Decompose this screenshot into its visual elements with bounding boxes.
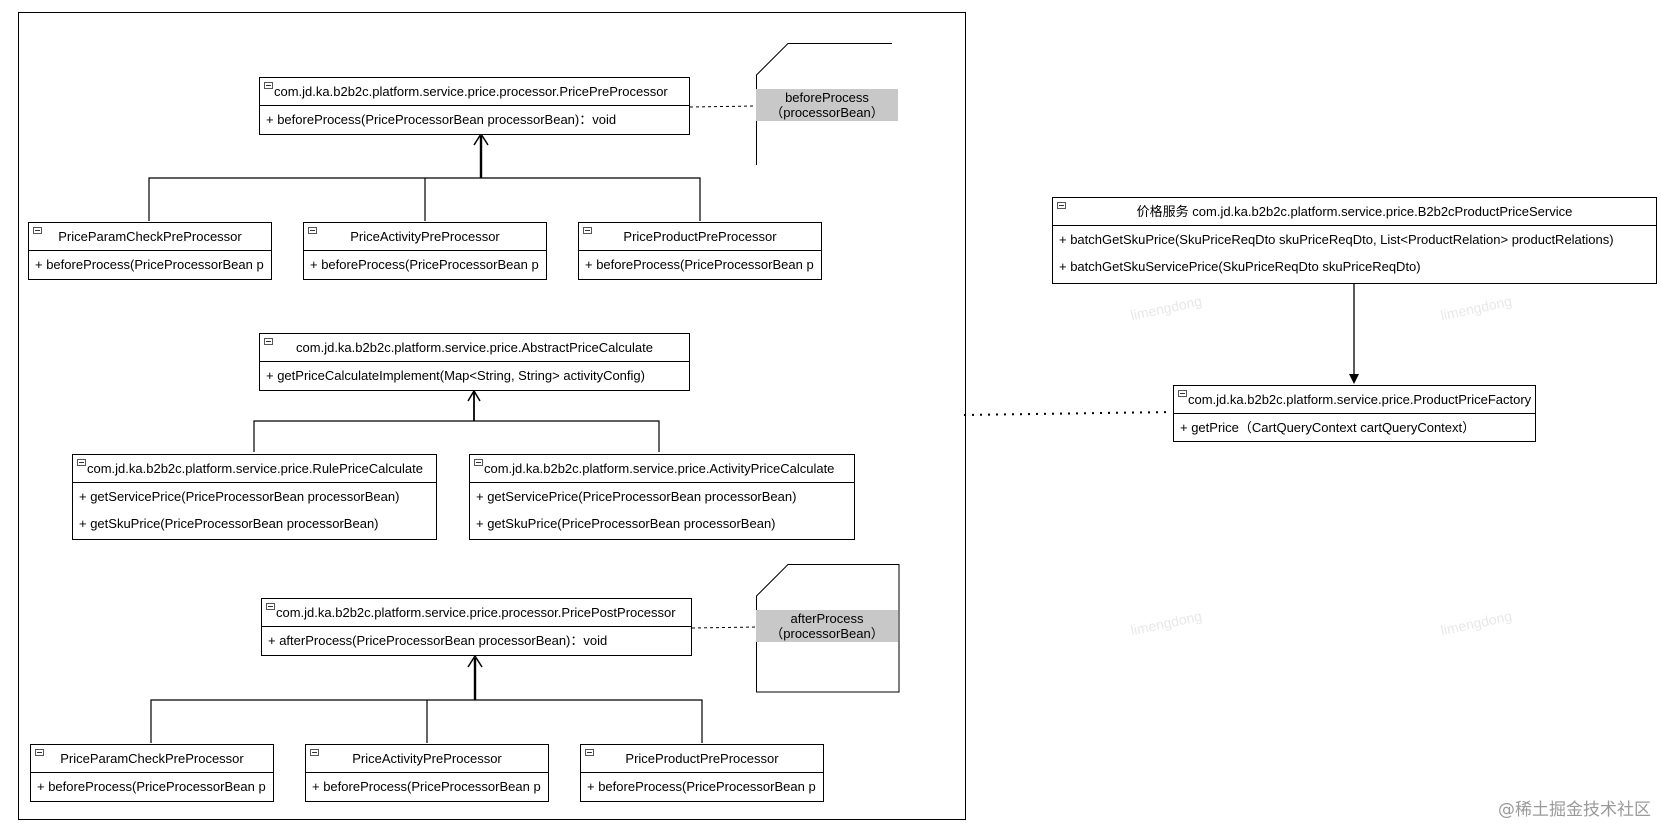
note-line-2: （processorBean） bbox=[770, 105, 884, 120]
class-method: + beforeProcess(PriceProcessorBean p bbox=[310, 256, 539, 272]
collapse-icon[interactable] bbox=[266, 603, 275, 610]
class-name: com.jd.ka.b2b2c.platform.service.price.P… bbox=[1188, 391, 1532, 407]
note-line-1: beforeProcess bbox=[785, 90, 869, 105]
class-pre-impl-1[interactable]: PriceParamCheckPreProcessor + beforeProc… bbox=[28, 222, 272, 280]
collapse-icon[interactable] bbox=[583, 227, 592, 234]
collapse-icon[interactable] bbox=[308, 227, 317, 234]
class-method: + getSkuPrice(PriceProcessorBean process… bbox=[476, 515, 776, 531]
frame-factory-link bbox=[963, 411, 1173, 416]
class-post-impl-1[interactable]: PriceParamCheckPreProcessor + beforeProc… bbox=[30, 744, 274, 802]
class-method: + getPriceCalculateImplement(Map<String,… bbox=[266, 367, 645, 383]
class-price-post-processor[interactable]: com.jd.ka.b2b2c.platform.service.price.p… bbox=[261, 598, 692, 656]
class-method: + afterProcess(PriceProcessorBean proces… bbox=[268, 632, 608, 648]
class-name: com.jd.ka.b2b2c.platform.service.price.p… bbox=[276, 604, 676, 620]
pre-tree bbox=[148, 177, 701, 221]
class-method: + beforeProcess(PriceProcessorBean p bbox=[37, 778, 266, 794]
note-line-2: （processorBean） bbox=[770, 626, 884, 641]
note-line-1: afterProcess bbox=[790, 611, 864, 626]
collapse-icon[interactable] bbox=[1178, 390, 1187, 397]
post-note-link bbox=[691, 626, 757, 629]
class-method: + batchGetSkuPrice(SkuPriceReqDto skuPri… bbox=[1059, 231, 1614, 247]
collapse-icon[interactable] bbox=[1057, 202, 1066, 209]
class-pre-impl-2[interactable]: PriceActivityPreProcessor + beforeProces… bbox=[303, 222, 547, 280]
class-name: PriceActivityPreProcessor bbox=[352, 750, 502, 766]
class-method: + beforeProcess(PriceProcessorBean p bbox=[312, 778, 541, 794]
site-credit: @稀土掘金技术社区 bbox=[1498, 800, 1651, 820]
class-post-impl-2[interactable]: PriceActivityPreProcessor + beforeProces… bbox=[305, 744, 549, 802]
class-name: com.jd.ka.b2b2c.platform.service.price.A… bbox=[296, 339, 653, 355]
collapse-icon[interactable] bbox=[264, 338, 273, 345]
class-method: + getSkuPrice(PriceProcessorBean process… bbox=[79, 515, 379, 531]
class-name: com.jd.ka.b2b2c.platform.service.price.p… bbox=[274, 83, 668, 99]
class-activity-price-calculate[interactable]: com.jd.ka.b2b2c.platform.service.price.A… bbox=[469, 454, 855, 540]
collapse-icon[interactable] bbox=[585, 749, 594, 756]
class-method: + getPrice（CartQueryContext cartQueryCon… bbox=[1180, 419, 1476, 435]
collapse-icon[interactable] bbox=[35, 749, 44, 756]
collapse-icon[interactable] bbox=[474, 459, 483, 466]
class-name: PriceProductPreProcessor bbox=[625, 750, 779, 766]
class-name: PriceParamCheckPreProcessor bbox=[58, 228, 242, 244]
class-rule-price-calculate[interactable]: com.jd.ka.b2b2c.platform.service.price.R… bbox=[72, 454, 437, 540]
class-price-pre-processor[interactable]: com.jd.ka.b2b2c.platform.service.price.p… bbox=[259, 77, 690, 135]
collapse-icon[interactable] bbox=[33, 227, 42, 234]
class-method: + beforeProcess(PriceProcessorBean p bbox=[35, 256, 264, 272]
class-method: + getServicePrice(PriceProcessorBean pro… bbox=[476, 488, 797, 504]
class-name: 价格服务 com.jd.ka.b2b2c.platform.service.pr… bbox=[1136, 203, 1573, 219]
post-tree bbox=[150, 699, 703, 743]
class-name: PriceParamCheckPreProcessor bbox=[60, 750, 244, 766]
class-method: + beforeProcess(PriceProcessorBean p bbox=[585, 256, 814, 272]
class-pre-impl-3[interactable]: PriceProductPreProcessor + beforeProcess… bbox=[578, 222, 822, 280]
class-name: PriceProductPreProcessor bbox=[623, 228, 777, 244]
class-method: + getServicePrice(PriceProcessorBean pro… bbox=[79, 488, 400, 504]
collapse-icon[interactable] bbox=[77, 459, 86, 466]
class-method: + beforeProcess(PriceProcessorBean proce… bbox=[266, 111, 617, 127]
pre-note-link bbox=[689, 105, 757, 108]
collapse-icon[interactable] bbox=[264, 82, 273, 89]
class-product-price-factory[interactable]: com.jd.ka.b2b2c.platform.service.price.P… bbox=[1173, 385, 1536, 442]
collapse-icon[interactable] bbox=[310, 749, 319, 756]
class-name: com.jd.ka.b2b2c.platform.service.price.R… bbox=[87, 460, 423, 476]
class-method: + batchGetSkuServicePrice(SkuPriceReqDto… bbox=[1059, 258, 1421, 274]
note-after-process: afterProcess （processorBean） bbox=[756, 564, 900, 693]
class-b2b2c-product-price-service[interactable]: 价格服务 com.jd.ka.b2b2c.platform.service.pr… bbox=[1052, 197, 1657, 284]
class-abstract-price-calculate[interactable]: com.jd.ka.b2b2c.platform.service.price.A… bbox=[259, 333, 690, 391]
note-before-process: beforeProcess （processorBean） bbox=[756, 43, 898, 165]
class-post-impl-3[interactable]: PriceProductPreProcessor + beforeProcess… bbox=[580, 744, 824, 802]
class-name: com.jd.ka.b2b2c.platform.service.price.A… bbox=[484, 460, 835, 476]
calc-tree bbox=[253, 420, 660, 452]
class-method: + beforeProcess(PriceProcessorBean p bbox=[587, 778, 816, 794]
class-name: PriceActivityPreProcessor bbox=[350, 228, 500, 244]
